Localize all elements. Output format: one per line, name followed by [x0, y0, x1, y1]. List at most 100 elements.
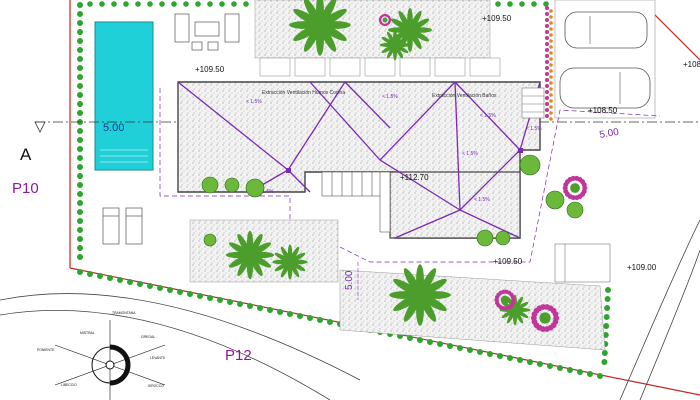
flower: [549, 45, 553, 49]
flower: [549, 105, 553, 109]
hedge-shrub: [437, 341, 443, 347]
terrace-north: [254, 0, 491, 59]
palm-tree: [289, 0, 351, 56]
hedge-shrub: [77, 155, 83, 161]
flower: [545, 90, 549, 94]
hedge-shrub: [577, 369, 583, 375]
patio-stairs: [321, 171, 391, 233]
hedge-shrub: [543, 1, 549, 7]
palm-tree: [225, 230, 275, 280]
shrub: [495, 230, 511, 246]
flower: [549, 9, 553, 13]
slope-labels: < 1.5% < 1.5% < 1.5% < 1.5% < 1.5% < 1.5…: [246, 94, 542, 203]
hedge-shrub: [257, 305, 263, 311]
hedge-shrub: [317, 317, 323, 323]
hedge-shrub: [157, 285, 163, 291]
hedge-shrub: [123, 1, 129, 7]
flower: [545, 48, 549, 52]
hedge-shrub: [77, 92, 83, 98]
hedge-shrub: [77, 191, 83, 197]
pool: [94, 21, 154, 171]
flower: [545, 78, 549, 82]
elevation-roof: +112.70: [400, 173, 429, 182]
hedge-shrub: [477, 349, 483, 355]
elevation-labels: +109.50 +109.50 +108.50 +112.70 +109.50 …: [195, 14, 700, 272]
hedge-shrub: [77, 227, 83, 233]
flower: [549, 33, 553, 37]
hedge-shrub: [77, 269, 83, 275]
flower: [545, 36, 549, 40]
hedge-shrub: [111, 1, 117, 7]
hedge-shrub: [207, 295, 213, 301]
hedge-shrub: [601, 350, 608, 356]
slope-label: < 1.5%: [382, 94, 398, 100]
outdoor-furniture: [174, 13, 240, 51]
hedge-shrub: [507, 355, 513, 361]
shrub: [245, 178, 265, 198]
flower: [545, 18, 549, 22]
hedge-shrub: [177, 289, 183, 295]
hedge-shrub: [217, 297, 223, 303]
hedge-shrub: [547, 363, 553, 369]
hedge-shrub: [601, 359, 608, 365]
hedge-shrub: [77, 29, 83, 35]
flower: [545, 30, 549, 34]
flower: [545, 42, 549, 46]
flower: [545, 114, 549, 118]
hedge-shrub: [77, 209, 83, 215]
hedge-shrub: [597, 373, 603, 379]
flower: [549, 21, 553, 25]
hedge-shrub: [117, 277, 123, 283]
flower: [549, 63, 553, 67]
compass-label-n: TRAMONTANA: [112, 311, 136, 315]
hedge-shrub: [517, 357, 523, 363]
flower: [545, 96, 549, 100]
compass-label-e: LEVANTE: [150, 356, 166, 360]
hedge-shrub: [127, 279, 133, 285]
hedge-shrub: [427, 339, 433, 345]
flower: [549, 117, 553, 121]
slope-label: < 1.5%: [462, 151, 478, 157]
flower: [549, 75, 553, 79]
flower: [545, 72, 549, 76]
flower: [549, 87, 553, 91]
shrub: [545, 190, 565, 210]
shrub: [476, 229, 494, 247]
chimney-label-kitchen: Extracción Ventilación Humos Cocina: [262, 90, 345, 96]
flowering-shrub: [562, 175, 588, 201]
hedge-shrub: [267, 307, 273, 313]
palm-tree: [272, 244, 308, 280]
flower: [549, 111, 553, 115]
elevation-edge: +108: [683, 60, 700, 69]
hedge-shrub: [77, 2, 83, 8]
hedge-shrub: [307, 315, 313, 321]
hedge-shrub: [537, 361, 543, 367]
compass-label-sw: LIBECCIO: [61, 383, 77, 387]
hedge-shrub: [77, 245, 83, 251]
compass-label-ne: GREGAL: [141, 335, 155, 339]
hedge-shrub: [495, 1, 501, 7]
hedge-shrub: [519, 1, 525, 7]
hedge-shrub: [77, 236, 83, 242]
compass-label-se: SIROCCO: [148, 384, 164, 388]
stepping-stones: [259, 57, 501, 77]
hedge-shrub: [195, 1, 201, 7]
hedge-shrub: [531, 1, 537, 7]
elevation-terrace-north: +109.50: [482, 14, 512, 23]
shrub: [519, 154, 541, 176]
slope-label: < 1.5%: [526, 126, 542, 132]
slope-label: < 1.5%: [258, 189, 274, 195]
hedge-shrub: [527, 359, 533, 365]
hedge-shrub: [567, 367, 573, 373]
flower: [549, 99, 553, 103]
hedge-shrub: [603, 314, 610, 320]
slope-label: < 1.5%: [246, 99, 262, 105]
hedge-shrub: [507, 1, 513, 7]
hedge-shrub: [77, 83, 83, 89]
hedge-shrub: [237, 301, 243, 307]
hedge-shrub: [557, 365, 563, 371]
flower: [549, 39, 553, 43]
hedge-shrub: [135, 1, 141, 7]
hedge-shrub: [207, 1, 213, 7]
flower-strip: [545, 6, 553, 121]
